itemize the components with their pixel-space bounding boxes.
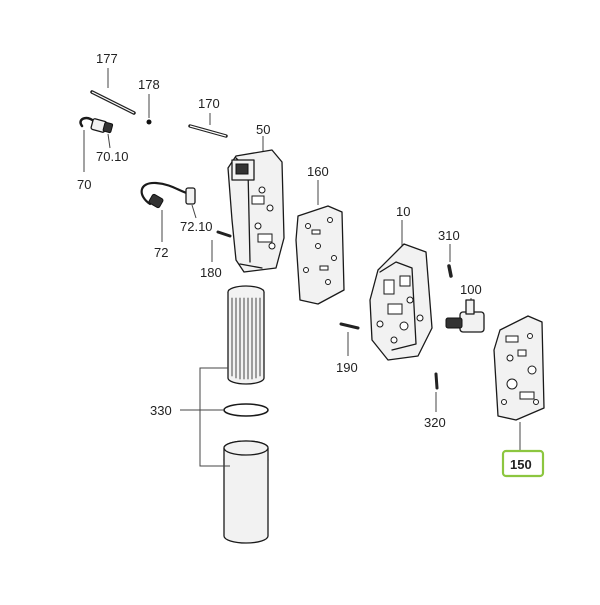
part-177-pin xyxy=(90,68,136,115)
label-150-highlight[interactable]: 150 xyxy=(501,449,545,478)
part-10-valve-housing xyxy=(369,220,433,361)
label-160: 160 xyxy=(307,164,329,179)
label-50: 50 xyxy=(256,122,270,137)
part-180-bolt xyxy=(211,230,232,262)
label-177: 177 xyxy=(96,51,118,66)
part-100-solenoid xyxy=(445,298,485,333)
label-170: 170 xyxy=(198,96,220,111)
label-72-10: 72.10 xyxy=(180,219,213,234)
part-310-bolt xyxy=(447,244,453,278)
label-70-10: 70.10 xyxy=(96,149,129,164)
label-10: 10 xyxy=(396,204,410,219)
part-178-dot xyxy=(146,94,152,125)
label-100: 100 xyxy=(460,282,482,297)
label-70: 70 xyxy=(77,177,91,192)
label-72: 72 xyxy=(154,245,168,260)
label-150: 150 xyxy=(510,457,532,472)
part-160-gasket xyxy=(295,180,345,305)
label-190: 190 xyxy=(336,360,358,375)
label-310: 310 xyxy=(438,228,460,243)
part-70-connector xyxy=(79,116,114,172)
part-330-filter-assembly xyxy=(180,285,269,544)
part-170-pin xyxy=(188,113,228,138)
label-330: 330 xyxy=(150,403,172,418)
part-72-sensor-cable xyxy=(140,181,197,242)
part-150-cover-plate xyxy=(493,315,545,450)
part-320-screw xyxy=(434,372,439,412)
label-178: 178 xyxy=(138,77,160,92)
part-190-pin xyxy=(339,322,360,356)
part-50-valve-body xyxy=(227,136,285,273)
filter-pleats xyxy=(231,297,261,380)
part-labels: 177 178 170 50 70.10 70 160 72.10 72 180… xyxy=(77,51,482,430)
highlight-box xyxy=(501,449,545,478)
label-320: 320 xyxy=(424,415,446,430)
label-180: 180 xyxy=(200,265,222,280)
